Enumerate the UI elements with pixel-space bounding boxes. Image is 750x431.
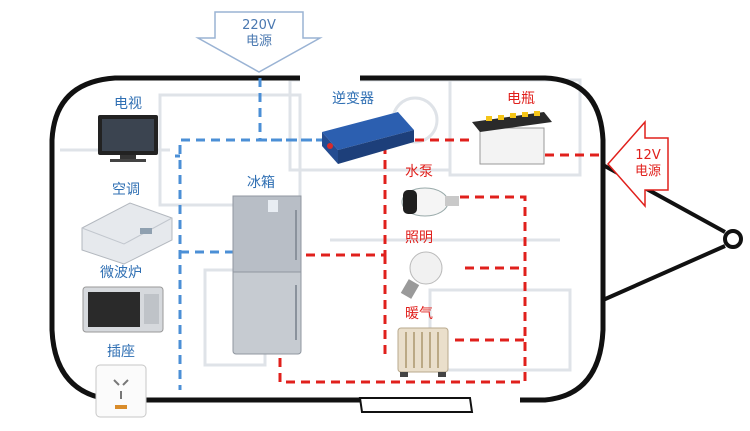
- ac-unit-icon: [81, 202, 173, 265]
- heater-label: 暖气: [405, 306, 433, 322]
- dc-source-name: 电源: [634, 164, 661, 179]
- battery-label: 电瓶: [507, 91, 535, 107]
- fridge-label: 冰箱: [247, 175, 275, 191]
- trailer-outline: [49, 75, 606, 403]
- ac-wiring: [175, 78, 325, 390]
- inverter-label: 逆变器: [332, 91, 374, 107]
- socket-label: 插座: [107, 344, 135, 360]
- ac-unit-label: 空调: [112, 182, 140, 198]
- socket-icon: [95, 364, 147, 418]
- microwave-icon: [82, 286, 164, 333]
- ac-source-name: 电源: [245, 34, 272, 49]
- microwave-label: 微波炉: [100, 265, 142, 281]
- ac-source-arrow: [195, 11, 323, 73]
- dc-source-voltage: 12V: [635, 148, 661, 163]
- hitch: [602, 163, 743, 302]
- side-step: [358, 397, 474, 413]
- dc-wiring: [278, 138, 600, 384]
- fridge-icon: [232, 195, 302, 355]
- rear-opening: [430, 395, 520, 404]
- battery-icon: [472, 111, 552, 165]
- bulb-icon: [400, 251, 443, 299]
- pump-label: 水泵: [405, 164, 433, 180]
- tv-label: 电视: [114, 96, 142, 112]
- inverter-icon: [322, 112, 414, 164]
- door-opening: [300, 74, 360, 82]
- lighting-label: 照明: [405, 230, 433, 246]
- ac-source-label: 220V 电源: [226, 18, 292, 50]
- dc-source-label: 12V 电源: [626, 148, 670, 180]
- tv-icon: [98, 115, 158, 162]
- dc-source-arrow: [607, 120, 669, 208]
- heater-icon: [397, 327, 449, 377]
- ac-source-voltage: 220V: [242, 18, 276, 33]
- pump-icon: [401, 187, 459, 217]
